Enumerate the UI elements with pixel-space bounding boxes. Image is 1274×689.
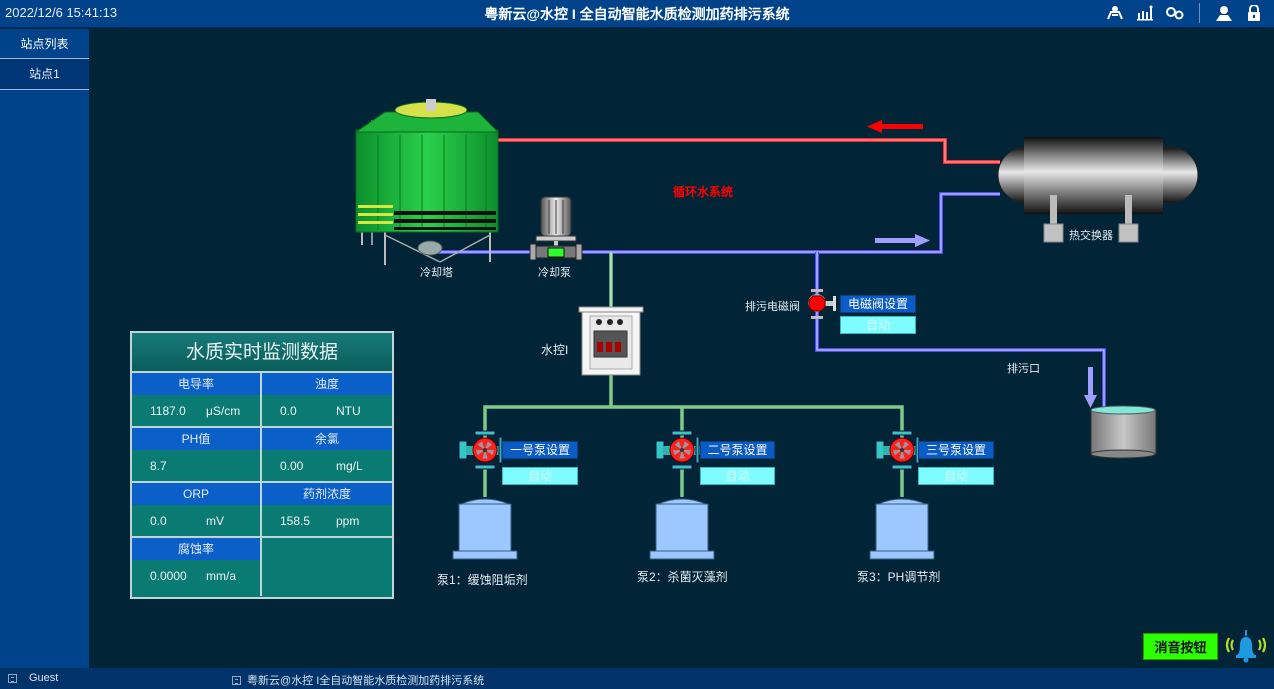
metric-corrosion-rate: 腐蚀率 0.0000 mm/a <box>132 538 262 596</box>
pump-3-label: 泵3：PH调节剂 <box>857 570 941 584</box>
dosing-pump-1[interactable] <box>458 430 504 470</box>
metric-value: 1187.0 <box>150 403 186 418</box>
status-bar: Guest 粤新云@水控 I全自动智能水质检测加药排污系统 <box>0 668 1274 689</box>
water-controller-cabinet[interactable] <box>578 306 644 376</box>
valve-mode-auto[interactable]: 自动 <box>840 316 916 334</box>
pump-3-setting-button[interactable]: 三号泵设置 <box>918 441 994 459</box>
metric-label: 余氯 <box>262 428 392 450</box>
valve-setting-button[interactable]: 电磁阀设置 <box>840 295 916 313</box>
pump-fan-icon <box>889 437 915 463</box>
pump-1-setting-button[interactable]: 一号泵设置 <box>502 441 578 459</box>
metric-unit: NTU <box>336 403 361 418</box>
drain-outlet-label: 排污口 <box>1007 363 1040 375</box>
alarm-bell-icon[interactable] <box>1223 628 1269 664</box>
user-status-icon <box>8 673 17 683</box>
metric-unit: ppm <box>336 513 360 528</box>
metric-unit: mg/L <box>336 458 363 473</box>
metric-orp: ORP 0.0 mV <box>132 483 262 538</box>
metric-label: PH值 <box>132 428 260 450</box>
status-app-name: 粤新云@水控 I全自动智能水质检测加药排污系统 <box>247 675 485 687</box>
cooling-tower-label: 冷却塔 <box>420 267 453 279</box>
water-quality-monitor-panel: 水质实时监测数据 电导率 1187.0 μS/cm 浊度 0.0 NTU PH值 8… <box>130 331 394 599</box>
monitor-grid: 电导率 1187.0 μS/cm 浊度 0.0 NTU PH值 8.7 余氯 0.0… <box>132 373 392 596</box>
controller-label: 水控I <box>541 343 569 357</box>
metric-residual-chlorine: 余氯 0.00 mg/L <box>262 428 392 483</box>
heat-exchanger-label: 热交换器 <box>1069 230 1113 242</box>
monitor-title: 水质实时监测数据 <box>132 333 392 373</box>
metric-dosing-concentration: 药剂浓度 158.5 ppm <box>262 483 392 538</box>
drain-solenoid-valve[interactable] <box>808 289 836 319</box>
pump-2-mode-auto[interactable]: 自动 <box>700 467 775 485</box>
settings-icon[interactable] <box>1165 3 1185 23</box>
dosing-pipes <box>483 252 904 497</box>
metric-value: 158.5 <box>280 513 311 528</box>
metric-turbidity: 浊度 0.0 NTU <box>262 373 392 428</box>
lock-icon[interactable] <box>1244 3 1264 23</box>
pump-2-setting-button[interactable]: 二号泵设置 <box>700 441 775 459</box>
metric-unit: mm/a <box>206 568 236 583</box>
equipment-icon[interactable] <box>1105 3 1125 23</box>
toolbar-divider <box>1199 3 1200 23</box>
sidebar-heading: 站点列表 <box>0 29 89 59</box>
hot-flow-arrow <box>867 120 923 133</box>
user-icon[interactable] <box>1214 3 1234 23</box>
current-user: Guest <box>29 672 59 684</box>
metric-unit: μS/cm <box>206 403 241 418</box>
cold-flow-arrow <box>875 234 930 247</box>
drain-valve-label: 排污电磁阀 <box>745 301 800 313</box>
metric-label: 药剂浓度 <box>262 483 392 505</box>
chemical-tank-3 <box>869 498 935 560</box>
metric-empty <box>262 538 392 596</box>
datetime: 2022/12/6 15:41:13 <box>5 5 118 20</box>
metric-unit: mV <box>206 513 224 528</box>
hot-water-pipe <box>470 138 1000 164</box>
dosing-pump-2[interactable] <box>655 430 701 470</box>
drain-tank <box>1090 405 1157 459</box>
cold-water-pipe <box>430 192 1106 412</box>
heat-exchanger[interactable] <box>997 137 1199 243</box>
pump-2-label: 泵2：杀菌灭藻剂 <box>637 570 728 584</box>
metric-value: 0.0 <box>280 403 297 418</box>
mute-alarm-button[interactable]: 消音按钮 <box>1143 633 1218 660</box>
cooling-pump[interactable] <box>529 196 583 261</box>
metric-ph: PH值 8.7 <box>132 428 262 483</box>
drain-flow-arrow <box>1084 367 1097 408</box>
metric-value: 8.7 <box>150 458 167 473</box>
pump-3-mode-auto[interactable]: 自动 <box>918 467 994 485</box>
metric-label: 浊度 <box>262 373 392 395</box>
circulating-water-system-label: 循环水系统 <box>673 185 734 199</box>
cooling-tower[interactable] <box>354 99 500 265</box>
metric-label: ORP <box>132 483 260 505</box>
chemical-tank-1 <box>452 498 518 560</box>
pump-1-label: 泵1：缓蚀阻垢剂 <box>437 573 528 587</box>
toolbar-icons <box>1105 3 1264 23</box>
chart-icon[interactable] <box>1135 3 1155 23</box>
pump-fan-icon <box>472 437 498 463</box>
app-status-icon <box>232 675 241 685</box>
metric-value: 0.0000 <box>150 568 187 583</box>
cooling-pump-label: 冷却泵 <box>538 267 571 279</box>
pump-1-mode-auto[interactable]: 自动 <box>502 467 578 485</box>
metric-value: 0.0 <box>150 513 167 528</box>
metric-conductivity: 电导率 1187.0 μS/cm <box>132 373 262 428</box>
dosing-pump-3[interactable] <box>875 430 921 470</box>
chemical-tank-2 <box>649 498 715 560</box>
sidebar: 站点列表 站点1 <box>0 29 89 668</box>
metric-label: 腐蚀率 <box>132 538 260 560</box>
sidebar-item-station-1[interactable]: 站点1 <box>0 59 89 90</box>
pump-fan-icon <box>669 437 695 463</box>
metric-label: 电导率 <box>132 373 260 395</box>
metric-value: 0.00 <box>280 458 304 473</box>
